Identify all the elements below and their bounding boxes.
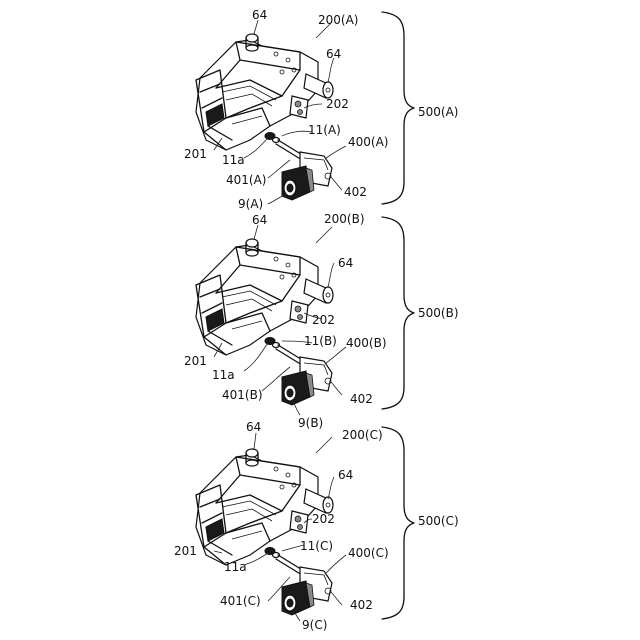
label-end-plate-c: 201	[174, 544, 197, 558]
label-shaft-c: 11(C)	[300, 539, 333, 553]
label-coupling-a: 401(A)	[226, 173, 266, 187]
label-end-plate-b: 201	[184, 354, 207, 368]
label-shaft-end-b: 11a	[212, 368, 235, 382]
label-motor-a: 9(A)	[238, 197, 263, 211]
label-shaft-a: 11(A)	[308, 123, 341, 137]
label-motor-unit-c: 400(C)	[348, 546, 389, 560]
label-pin-top-a: 64	[252, 8, 267, 22]
label-end-plate-a: 201	[184, 147, 207, 161]
label-group-c: 500(C)	[418, 514, 459, 528]
assembly-c-drawing	[196, 449, 333, 615]
assembly-c: 64 200(C) 64 202 201 11(C) 11a 400(C) 40…	[174, 420, 459, 632]
label-motor-b: 9(B)	[298, 416, 323, 430]
label-bracket-c: 402	[350, 598, 373, 612]
label-plate-a: 202	[326, 97, 349, 111]
label-plate-b: 202	[312, 313, 335, 327]
brace-a	[382, 12, 414, 204]
label-pin-right-b: 64	[338, 256, 353, 270]
label-coupling-c: 401(C)	[220, 594, 261, 608]
label-pin-right-a: 64	[326, 47, 341, 61]
label-pin-top-b: 64	[252, 213, 267, 227]
assembly-b: 64 200(B) 64 202 201 11(B) 11a 400(B) 40…	[184, 212, 459, 430]
label-pin-right-c: 64	[338, 468, 353, 482]
label-group-b: 500(B)	[418, 306, 459, 320]
label-plate-c: 202	[312, 512, 335, 526]
label-shaft-end-c: 11a	[224, 560, 247, 574]
label-shaft-b: 11(B)	[304, 334, 337, 348]
label-pin-top-c: 64	[246, 420, 261, 434]
label-motor-c: 9(C)	[302, 618, 327, 632]
label-bracket-b: 402	[350, 392, 373, 406]
label-coupling-b: 401(B)	[222, 388, 263, 402]
label-motor-unit-b: 400(B)	[346, 336, 387, 350]
assembly-a: 64 200(A) 64 202 201 11(A) 11a 400(A) 40…	[184, 8, 458, 211]
label-frame-b: 200(B)	[324, 212, 365, 226]
label-motor-unit-a: 400(A)	[348, 135, 388, 149]
brace-c	[382, 427, 414, 619]
brace-b	[382, 217, 414, 409]
label-frame-c: 200(C)	[342, 428, 383, 442]
label-bracket-a: 402	[344, 185, 367, 199]
label-group-a: 500(A)	[418, 105, 458, 119]
label-frame-a: 200(A)	[318, 13, 358, 27]
label-shaft-end-a: 11a	[222, 153, 245, 167]
